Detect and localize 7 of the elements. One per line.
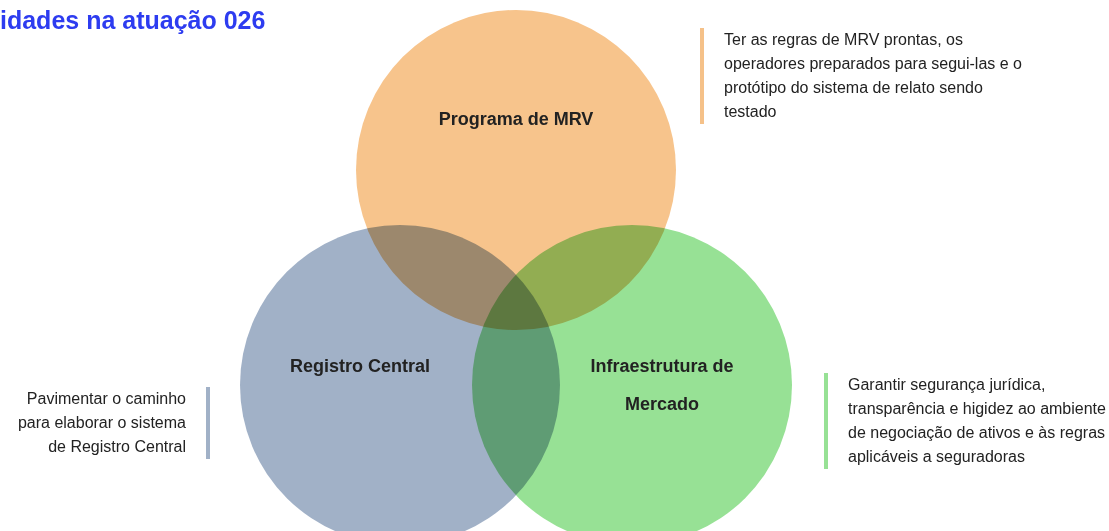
circle-label: Infraestrutura de Mercado [589, 355, 735, 416]
circle-label: Registro Central [289, 355, 431, 378]
note-text: Garantir segurança jurídica, transparência e higidez ao ambiente de negociação de ativos e às regras aplicáveis a seguradoras [824, 373, 1109, 469]
circle-label: Programa de MRV [437, 108, 595, 131]
note-text: Ter as regras de MRV prontas, os operadores preparados para segui-las e o protótipo do sistema de relato sendo testado [700, 28, 1030, 124]
note-text: Pavimentar o caminho para elaborar o sistema de Registro Central [0, 387, 210, 459]
title: idades na atuação 026 [0, 5, 267, 36]
